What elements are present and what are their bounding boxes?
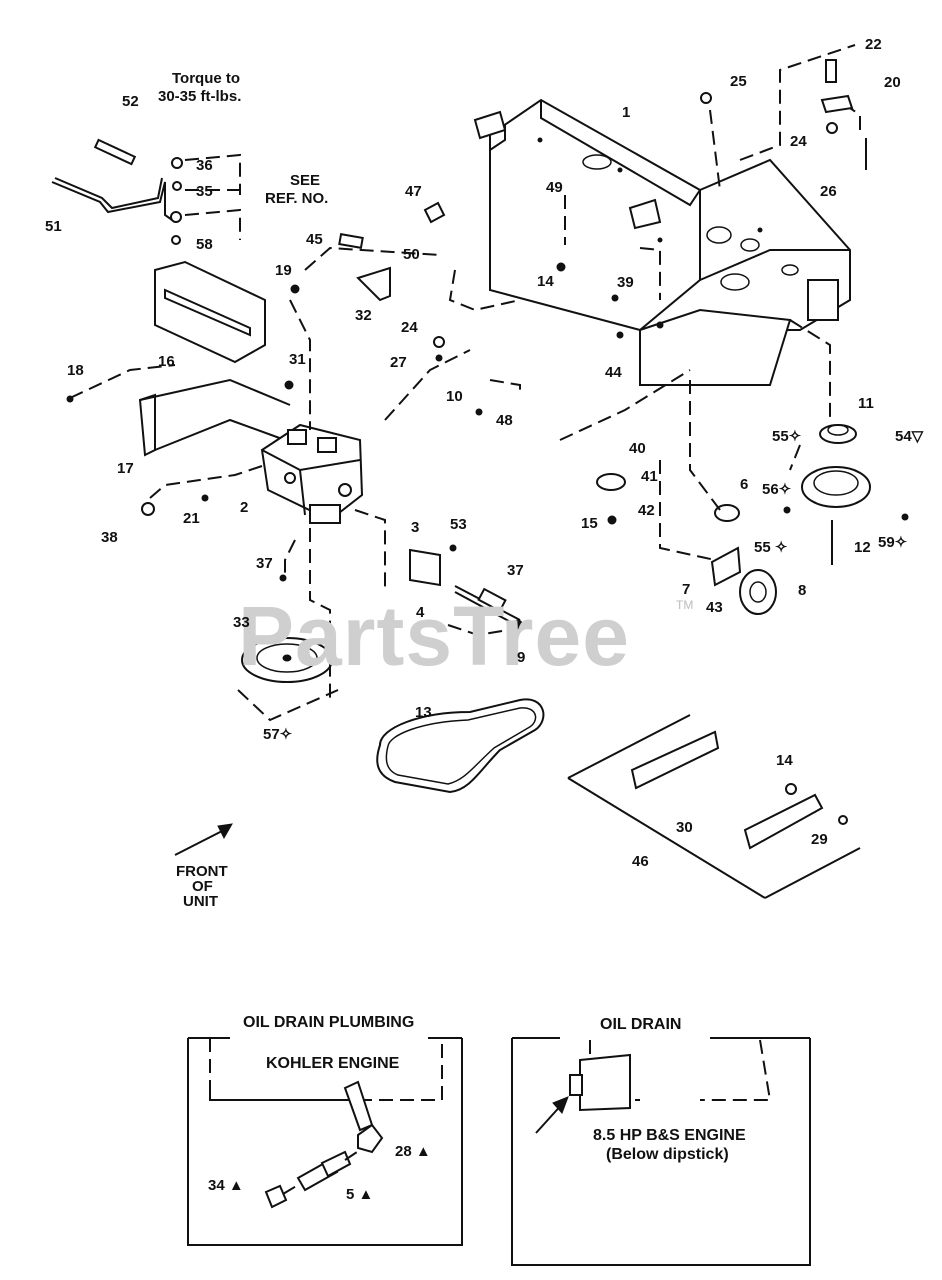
callout-33: 33	[233, 614, 250, 631]
drive-belt	[376, 698, 545, 794]
callout-57: 57✧	[263, 726, 293, 743]
callout-28: 28 ▲	[395, 1143, 431, 1160]
callout-48: 48	[496, 412, 513, 429]
callout-1: 1	[622, 104, 631, 121]
see-ref-line2: REF. NO.	[265, 190, 329, 207]
callout-42: 42	[638, 502, 655, 519]
callout-32: 32	[355, 307, 372, 324]
callout-44: 44	[605, 364, 622, 381]
torque-note-line1: Torque to	[172, 70, 241, 87]
drain-title: OIL DRAIN	[600, 1016, 682, 1033]
callout-9: 9	[517, 649, 526, 666]
callout-4: 4	[416, 604, 425, 621]
callout-56: 56✧	[762, 481, 792, 498]
callout-58: 58	[196, 236, 213, 253]
callout-34: 34 ▲	[208, 1177, 244, 1194]
torque-note-line2: 30-35 ft-lbs.	[158, 88, 242, 105]
drain-line1: 8.5 HP B&S ENGINE	[593, 1127, 746, 1144]
callout-53: 53	[450, 516, 467, 533]
see-ref-line1: SEE	[290, 172, 321, 189]
callout-19: 19	[275, 262, 292, 279]
callout-17: 17	[117, 460, 134, 477]
drain-inset	[511, 1037, 811, 1266]
callout-24a: 24	[790, 133, 807, 150]
main-frame	[473, 98, 851, 386]
frame-hardware	[338, 59, 867, 416]
callout-59: 59✧	[878, 534, 908, 551]
callout-40: 40	[629, 440, 646, 457]
idler-pulleys	[596, 424, 909, 615]
callout-25: 25	[730, 73, 747, 90]
callout-51: 51	[45, 218, 62, 235]
callout-16: 16	[158, 353, 175, 370]
drive-shaft	[241, 544, 523, 683]
callout-50: 50	[403, 246, 420, 263]
callout-37a: 37	[256, 555, 273, 572]
plumbing-title: OIL DRAIN PLUMBING	[243, 1014, 415, 1031]
callout-54: 54▽	[895, 428, 924, 445]
callout-13: 13	[415, 704, 432, 721]
callout-29: 29	[811, 831, 828, 848]
callout-55b: 55 ✧	[754, 539, 788, 556]
control-rod-assembly	[51, 138, 183, 245]
callout-14b: 14	[776, 752, 793, 769]
callout-20: 20	[884, 74, 901, 91]
callout-46: 46	[632, 853, 649, 870]
callout-7: 7	[682, 581, 691, 598]
callout-3: 3	[411, 519, 420, 536]
callout-18: 18	[67, 362, 84, 379]
callout-2: 2	[240, 499, 249, 516]
transmission	[260, 423, 364, 524]
watermark-tm: TM	[676, 598, 694, 612]
callout-35: 35	[196, 183, 213, 200]
plumbing-inset	[187, 1037, 463, 1246]
callout-14a: 14	[537, 273, 554, 290]
callout-10: 10	[446, 388, 463, 405]
callout-52: 52	[122, 93, 139, 110]
callout-8: 8	[798, 582, 807, 599]
watermark: PartsTree	[238, 589, 630, 683]
callout-21: 21	[183, 510, 200, 527]
callout-22: 22	[865, 36, 882, 53]
callout-6: 6	[740, 476, 749, 493]
front-arrow	[174, 823, 233, 856]
callout-49: 49	[546, 179, 563, 196]
callout-26: 26	[820, 183, 837, 200]
callout-38: 38	[101, 529, 118, 546]
callout-47: 47	[405, 183, 422, 200]
callout-39: 39	[617, 274, 634, 291]
callout-24b: 24	[401, 319, 418, 336]
callout-12: 12	[854, 539, 871, 556]
front-of-unit-line3: UNIT	[183, 893, 218, 910]
callout-31: 31	[289, 351, 306, 368]
shift-guide	[66, 260, 300, 516]
callout-dashes	[69, 44, 861, 722]
callout-41: 41	[641, 468, 658, 485]
callout-37b: 37	[507, 562, 524, 579]
callout-27: 27	[390, 354, 407, 371]
front-of-unit-line2: OF	[192, 878, 213, 895]
bottom-plate	[567, 714, 861, 899]
callout-43: 43	[706, 599, 723, 616]
callout-45: 45	[306, 231, 323, 248]
front-of-unit-line1: FRONT	[176, 863, 228, 880]
drain-line2: (Below dipstick)	[606, 1146, 729, 1163]
callout-36: 36	[196, 157, 213, 174]
callout-30: 30	[676, 819, 693, 836]
plumbing-subtitle: KOHLER ENGINE	[266, 1055, 400, 1072]
callout-11: 11	[858, 395, 874, 412]
callout-55a: 55✧	[772, 428, 802, 445]
callout-15: 15	[581, 515, 598, 532]
callout-5: 5 ▲	[346, 1186, 374, 1203]
